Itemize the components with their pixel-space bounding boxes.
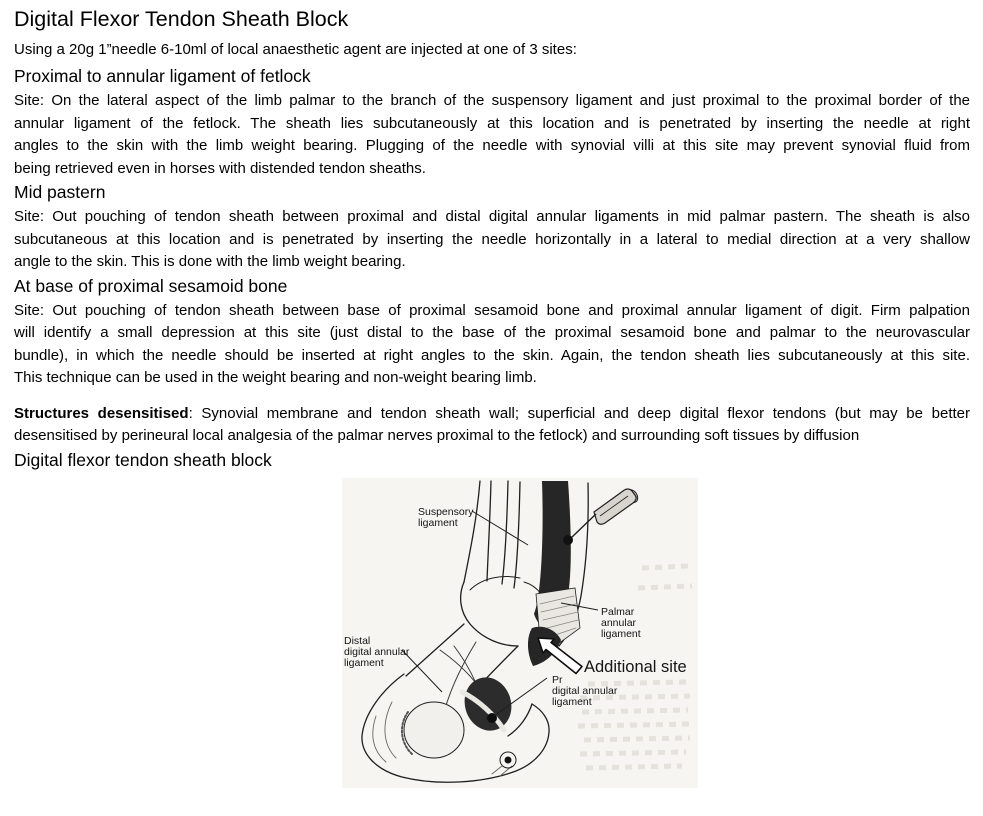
paragraph-line: This technique can be used in the weight… xyxy=(14,369,537,386)
distal-digital-annular-ligament-label: ligament xyxy=(344,657,384,669)
suspensory-ligament-line xyxy=(513,480,521,589)
fetlock-joint-arc xyxy=(469,575,521,590)
section-heading-proximal-annular: Proximal to annular ligament of fetlock xyxy=(14,66,311,86)
paragraph-line: will identify a small depression at this… xyxy=(14,324,970,341)
paragraph-line: subcutaneous at this location and is pen… xyxy=(14,230,970,248)
paragraph-line: angles to the skin with the limb weight … xyxy=(14,137,970,154)
distal-leader-line xyxy=(401,649,443,692)
suspensory-leader-line xyxy=(471,510,529,545)
suspensory-ligament-line xyxy=(501,479,509,585)
limb-drawing xyxy=(361,479,589,783)
distal-digital-annular-ligament-label: digital annular xyxy=(344,646,410,658)
pr-digital-annular-ligament-label: Pr xyxy=(552,674,563,686)
cannon-bone-edge xyxy=(486,479,492,582)
pr-digital-annular-ligament-label: digital annular xyxy=(552,685,618,697)
paragraph-line: bundle), in which the needle should be i… xyxy=(14,346,970,364)
section-paragraph-mid-pastern: Site: Out pouching of tendon sheath betw… xyxy=(14,206,970,274)
annular-ligament-strap xyxy=(459,689,507,732)
bleed-through-artifact xyxy=(577,563,693,770)
heel-detail-ring xyxy=(499,751,517,768)
section-paragraph-proximal-annular: Site: On the lateral aspect of the limb … xyxy=(14,90,970,180)
additional-site-arrow-icon xyxy=(537,636,583,674)
pr-leader-line xyxy=(493,677,548,716)
paragraph-line: Site: Out pouching of tendon sheath betw… xyxy=(14,208,970,225)
palmar-annular-ligament-label: Palmar xyxy=(601,606,635,618)
section-paragraph-sesamoid-base: Site: Out pouching of tendon sheath betw… xyxy=(14,300,970,390)
paragraph-line: angle to the skin. This is done with the… xyxy=(14,253,406,270)
paragraph-line: Structures desensitised: Synovial membra… xyxy=(14,403,970,426)
hoof-outline xyxy=(361,672,550,783)
paragraph-line: Site: On the lateral aspect of the limb … xyxy=(14,92,970,109)
structures-desensitised-paragraph: Structures desensitised: Synovial membra… xyxy=(14,403,970,448)
needle-shaft xyxy=(570,512,597,539)
intro-text: Using a 20g 1”needle 6-10ml of local ana… xyxy=(14,41,577,58)
structures-line-rest: : Synovial membrane and tendon sheath wa… xyxy=(188,404,970,422)
pastern-sheath-pouch xyxy=(464,676,512,731)
distal-digital-annular-ligament-label: Distal xyxy=(344,635,370,647)
fetlock-front-contour xyxy=(459,580,519,647)
label-leader-lines xyxy=(401,510,599,716)
pr-digital-annular-ligament-label: ligament xyxy=(552,696,592,708)
pastern-front-contour xyxy=(405,622,465,677)
document-page: Digital Flexor Tendon Sheath Block Using… xyxy=(14,7,970,788)
paragraph-line: being retrieved even in horses with dist… xyxy=(14,159,426,177)
anatomy-figure-container: Suspensory ligament Palmar annular ligam… xyxy=(342,477,698,788)
section-heading-sesamoid-base: At base of proximal sesamoid bone xyxy=(14,275,288,296)
palmar-leader-line xyxy=(560,602,599,610)
additional-site-label: Additional site xyxy=(584,658,687,676)
suspensory-ligament-label: Suspensory xyxy=(418,506,474,518)
palmar-annular-ligament-label: ligament xyxy=(601,628,641,640)
figure-background xyxy=(342,477,698,788)
heel-detail-dot xyxy=(504,756,512,763)
heel-bulb xyxy=(403,701,465,758)
structures-desensitised-label: Structures desensitised xyxy=(14,404,189,422)
coronet-scallop xyxy=(400,710,413,755)
figure-heading: Digital flexor tendon sheath block xyxy=(14,449,272,470)
cannon-outline-left xyxy=(463,479,481,583)
syringe xyxy=(563,487,639,545)
paragraph-line: Site: Out pouching of tendon sheath betw… xyxy=(14,301,970,319)
needle-hub-line xyxy=(599,495,629,516)
paragraph-line: desensitised by perineural local analges… xyxy=(14,427,860,444)
injection-site-proximal-dot xyxy=(563,534,573,545)
suspensory-ligament-label: ligament xyxy=(418,517,458,529)
paragraph-line: annular ligament of the fetlock. The she… xyxy=(14,114,970,132)
page-title: Digital Flexor Tendon Sheath Block xyxy=(14,7,349,31)
anatomy-figure: Suspensory ligament Palmar annular ligam… xyxy=(342,477,698,788)
palmar-annular-ligament-label: annular xyxy=(601,617,637,629)
section-heading-mid-pastern: Mid pastern xyxy=(14,182,106,202)
figure-labels: Suspensory ligament Palmar annular ligam… xyxy=(344,506,687,708)
